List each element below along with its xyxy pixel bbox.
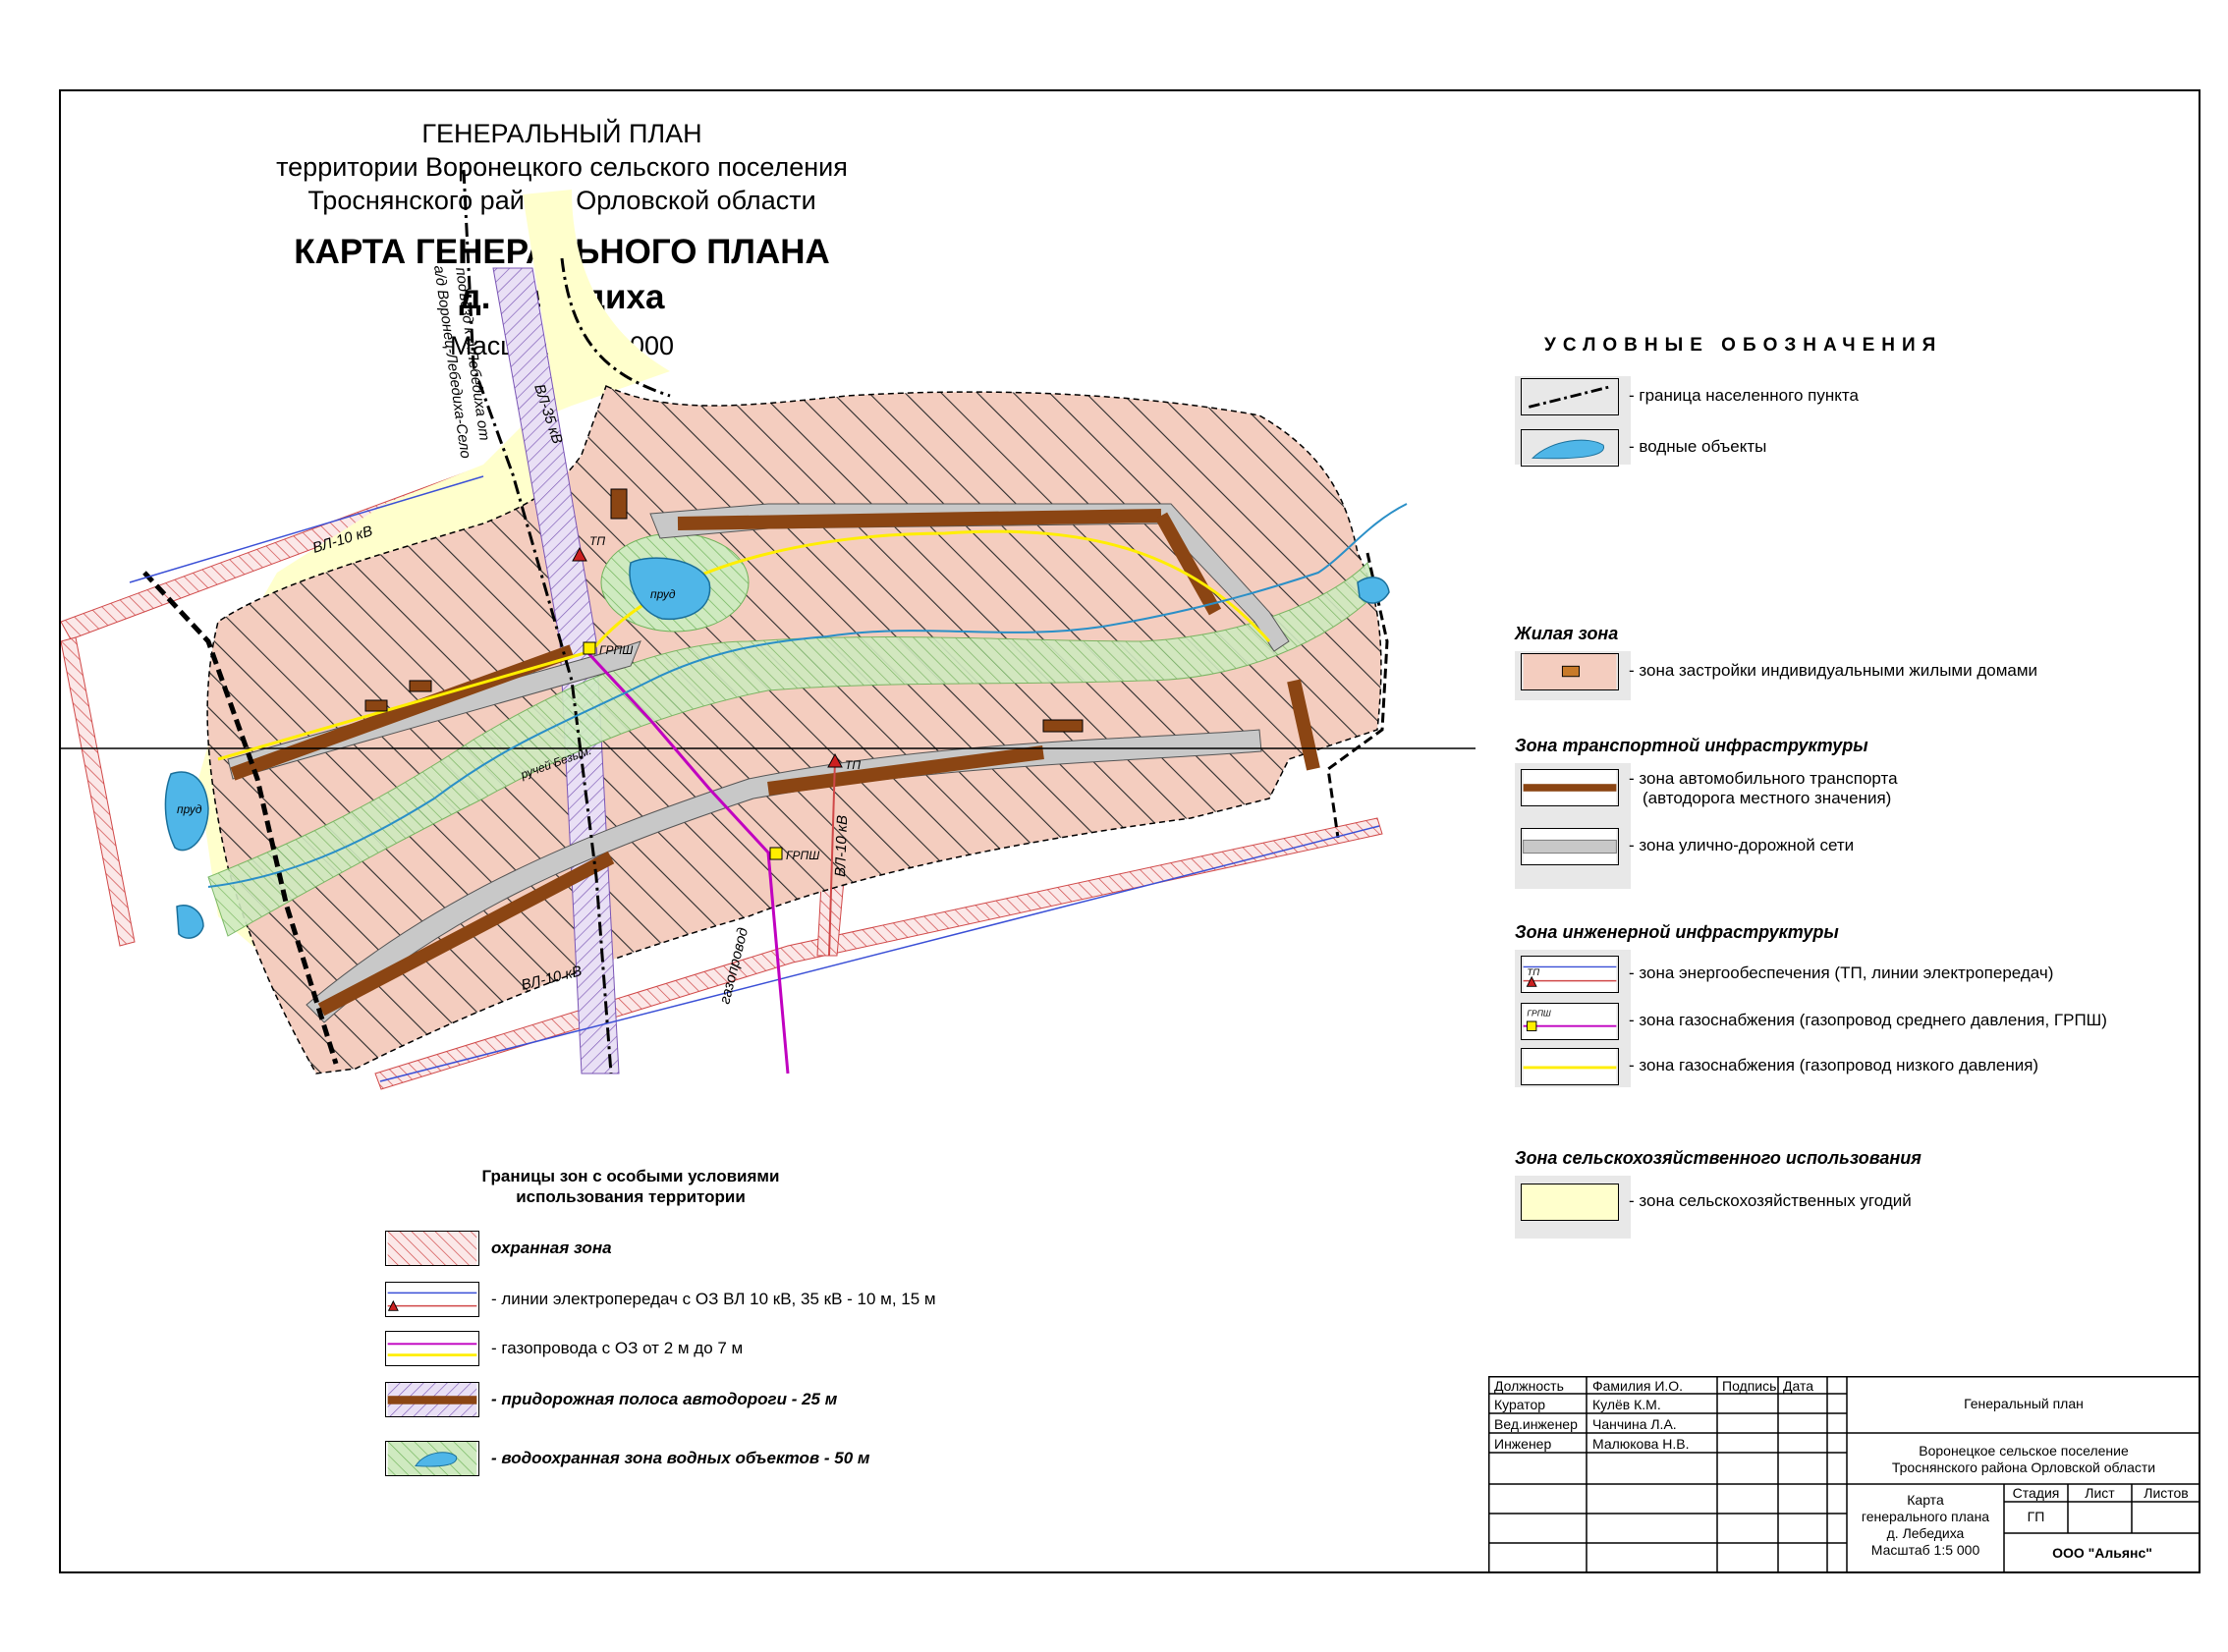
- svg-text:ГРПШ: ГРПШ: [1527, 1008, 1550, 1018]
- road-6: [1287, 679, 1320, 771]
- plan-title: ГЕНЕРАЛЬНЫЙ ПЛАН: [421, 119, 702, 148]
- water-swatch: [1521, 429, 1619, 467]
- drawing-sheet: ГЕНЕРАЛЬНЫЙ ПЛАН территории Воронецкого …: [59, 89, 2200, 1573]
- security-swatch: [385, 1231, 479, 1266]
- building-2: [1042, 719, 1084, 733]
- road-4: [317, 851, 615, 1017]
- zone-engineering-heading: Зона инженерной инфраструктуры: [1515, 922, 1839, 942]
- label-tp-1: ТП: [589, 534, 605, 548]
- pond-north: [629, 557, 711, 621]
- road-1: [230, 644, 575, 781]
- settlement-boundary-east: [1326, 552, 1389, 839]
- special-zones-title: Границы зон с особыми условиями использо…: [481, 1167, 780, 1206]
- label-tp-2: ТП: [845, 758, 861, 772]
- label-pond-1: пруд: [650, 587, 676, 601]
- road-2: [677, 509, 1162, 530]
- plan-territory: территории Воронецкого сельского поселен…: [276, 152, 848, 182]
- residential-swatch: [1521, 653, 1619, 690]
- settlement-boundary: [462, 169, 671, 1074]
- sheet-name: Карта генерального плана д. Лебедиха Мас…: [1861, 1492, 1990, 1558]
- svg-text:ТП: ТП: [1527, 967, 1539, 978]
- zone-agri-heading: Зона сельскохозяйственного использования: [1515, 1148, 1922, 1168]
- zone-residential-heading: Жилая зона: [1515, 624, 1619, 643]
- gas-zone-swatch: [385, 1331, 479, 1366]
- tp-2-icon: [827, 752, 843, 768]
- auto-road-swatch: [1521, 769, 1619, 806]
- doc-name: Генеральный план: [1964, 1396, 2084, 1411]
- grpsh-1-icon: [583, 641, 596, 655]
- gas-medium-swatch: ГРПШ: [1521, 1003, 1619, 1040]
- org-name: Воронецкое сельское поселение Троснянско…: [1891, 1443, 2156, 1475]
- street-swatch: [1521, 828, 1619, 865]
- vl10-bottom-zone: [374, 817, 1383, 1090]
- zone-transport-heading: Зона транспортной инфраструктуры: [1515, 736, 1868, 755]
- title-block: Должность Фамилия И.О. Подпись Дата Кура…: [1488, 1376, 2199, 1571]
- energy-swatch: ТП: [1521, 956, 1619, 993]
- vl10-left-zone: [61, 636, 136, 947]
- legend-title: УСЛОВНЫЕ ОБОЗНАЧЕНИЯ: [1544, 335, 1943, 356]
- pond-west: [164, 771, 209, 852]
- label-grpsh-1: ГРПШ: [599, 643, 634, 657]
- building-1: [610, 488, 628, 520]
- powerline-swatch: [385, 1282, 479, 1317]
- grpsh-2-icon: [769, 847, 783, 860]
- company-name: ООО "Альянс": [2052, 1545, 2152, 1561]
- gas-medium-line: [585, 649, 790, 1074]
- boundary-swatch: [1521, 378, 1619, 415]
- roadside-swatch: [385, 1382, 479, 1417]
- label-grpsh-2: ГРПШ: [786, 849, 820, 862]
- tp-1-icon: [572, 546, 587, 562]
- road-3: [1154, 512, 1222, 616]
- gas-low-swatch: [1521, 1048, 1619, 1085]
- settlement-boundary-west: [142, 571, 339, 1065]
- stream: [207, 503, 1408, 888]
- road-5: [767, 745, 1044, 796]
- water-protection-swatch: [385, 1441, 479, 1476]
- label-pond-2: пруд: [177, 802, 202, 816]
- label-vl10-vertical: ВЛ-10 кВ: [832, 815, 851, 877]
- village-map[interactable]: ВЛ-10 кВ ВЛ-10 кВ ВЛ-10 кВ ВЛ-35 кВ подъ…: [61, 91, 1476, 1103]
- agri-swatch: [1521, 1184, 1619, 1221]
